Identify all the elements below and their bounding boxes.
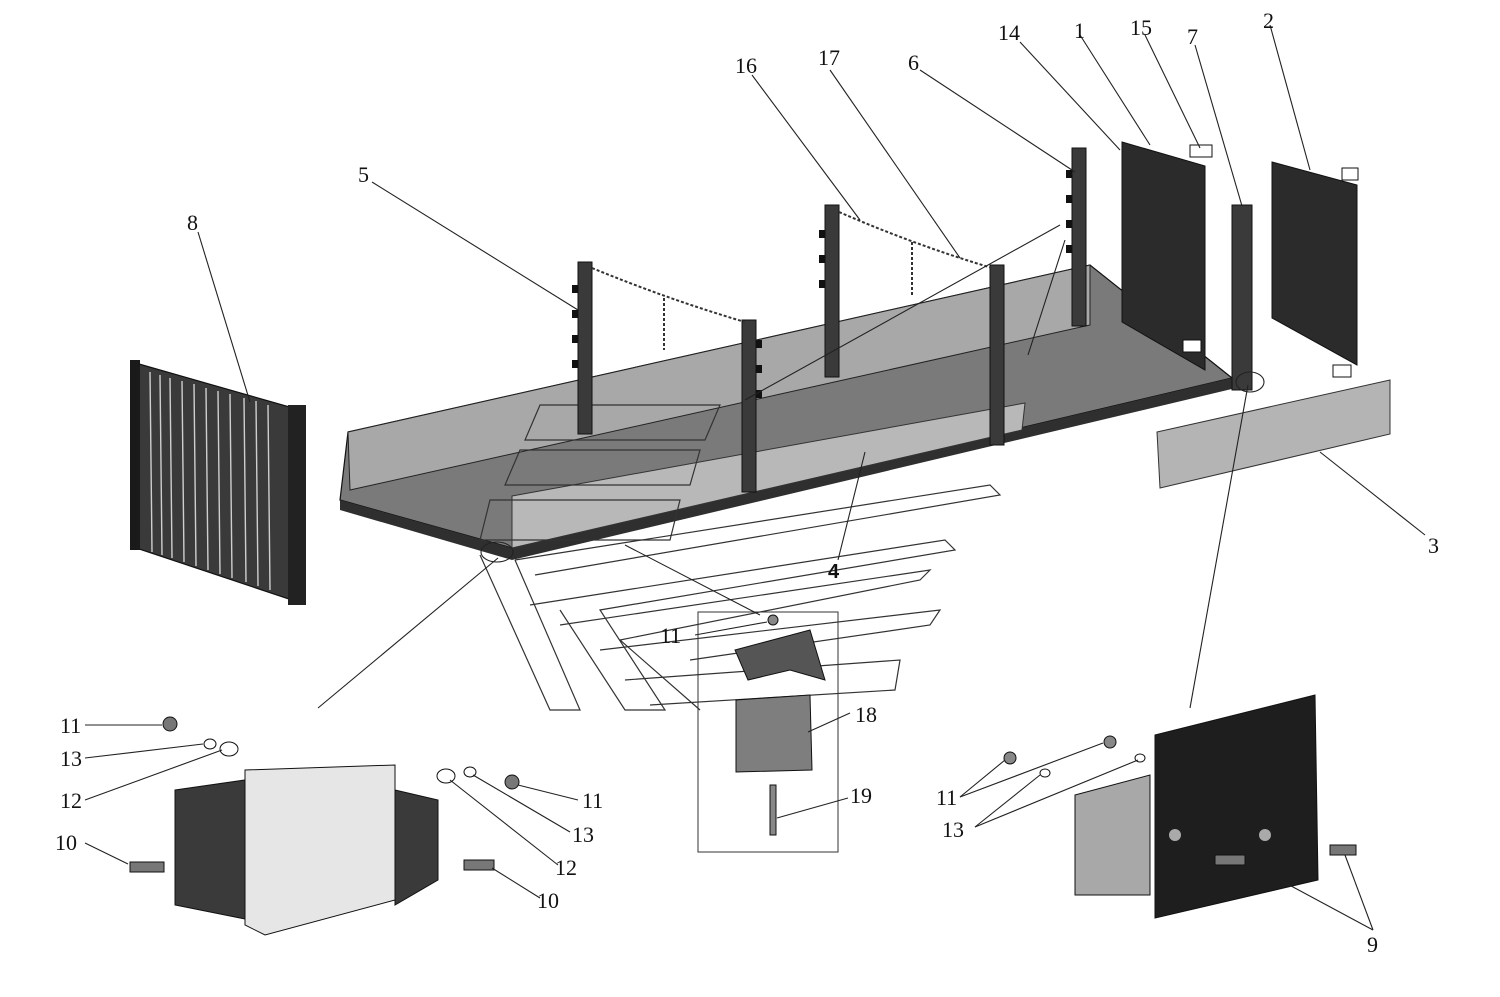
callout-18: 18 [855, 702, 877, 727]
hinge-detail-left [129, 716, 520, 936]
callout-1: 1 [1074, 18, 1085, 43]
callout-10-right: 10 [537, 888, 559, 913]
callout-11-left: 11 [60, 713, 81, 738]
callout-17: 17 [818, 45, 840, 70]
callout-11-bracket: 11 [936, 785, 957, 810]
stake-part-6 [1066, 147, 1087, 327]
callout-3: 3 [1428, 533, 1439, 558]
stake-bracket-detail-right [1003, 694, 1357, 919]
bolt-part-19 [769, 784, 777, 836]
stake-middle-front [741, 319, 762, 493]
side-board-part-3 [1156, 379, 1391, 489]
callout-5: 5 [358, 162, 369, 187]
chain-part-16 [591, 211, 993, 350]
callout-13-bracket: 13 [942, 817, 964, 842]
side-board-part-4 [479, 402, 1026, 549]
callout-16: 16 [735, 53, 757, 78]
callout-11-center: 11 [660, 623, 681, 648]
callout-9: 9 [1367, 932, 1378, 957]
rear-gate-part-8 [130, 360, 306, 605]
callout-7: 7 [1187, 24, 1198, 49]
callout-12-left: 12 [60, 788, 82, 813]
stake-middle-rear [819, 204, 840, 378]
stake-part-5 [572, 261, 593, 435]
floor-platform [339, 264, 1236, 560]
stake-part-7 [1231, 204, 1253, 391]
leader-lines [84, 24, 1426, 931]
block-part-18 [735, 694, 813, 773]
callout-13-left: 13 [60, 746, 82, 771]
board-outline-ribbons [479, 484, 1002, 711]
callout-19: 19 [850, 783, 872, 808]
bolt-part-10 [129, 861, 165, 873]
latch-part-15 [1189, 144, 1213, 158]
callout-labels: 14 1 15 7 2 16 17 6 5 8 3 4 11 18 19 11 … [55, 8, 1439, 957]
insert-detail-center [697, 611, 839, 853]
callout-6: 6 [908, 50, 919, 75]
stake-front-corner [989, 264, 1005, 446]
callout-2: 2 [1263, 8, 1274, 33]
callout-4: 4 [828, 561, 840, 583]
front-panel-part-2 [1271, 161, 1359, 378]
callout-13-right: 13 [572, 822, 594, 847]
washer-part-13 [203, 738, 217, 750]
callout-12-right: 12 [555, 855, 577, 880]
callout-11-right: 11 [582, 788, 603, 813]
front-panel-part-1 [1121, 141, 1213, 371]
callout-14: 14 [998, 20, 1020, 45]
callout-10-left: 10 [55, 830, 77, 855]
callout-8: 8 [187, 210, 198, 235]
washer-part-12 [219, 741, 239, 757]
callout-15: 15 [1130, 15, 1152, 40]
nut-part-11 [162, 716, 178, 732]
